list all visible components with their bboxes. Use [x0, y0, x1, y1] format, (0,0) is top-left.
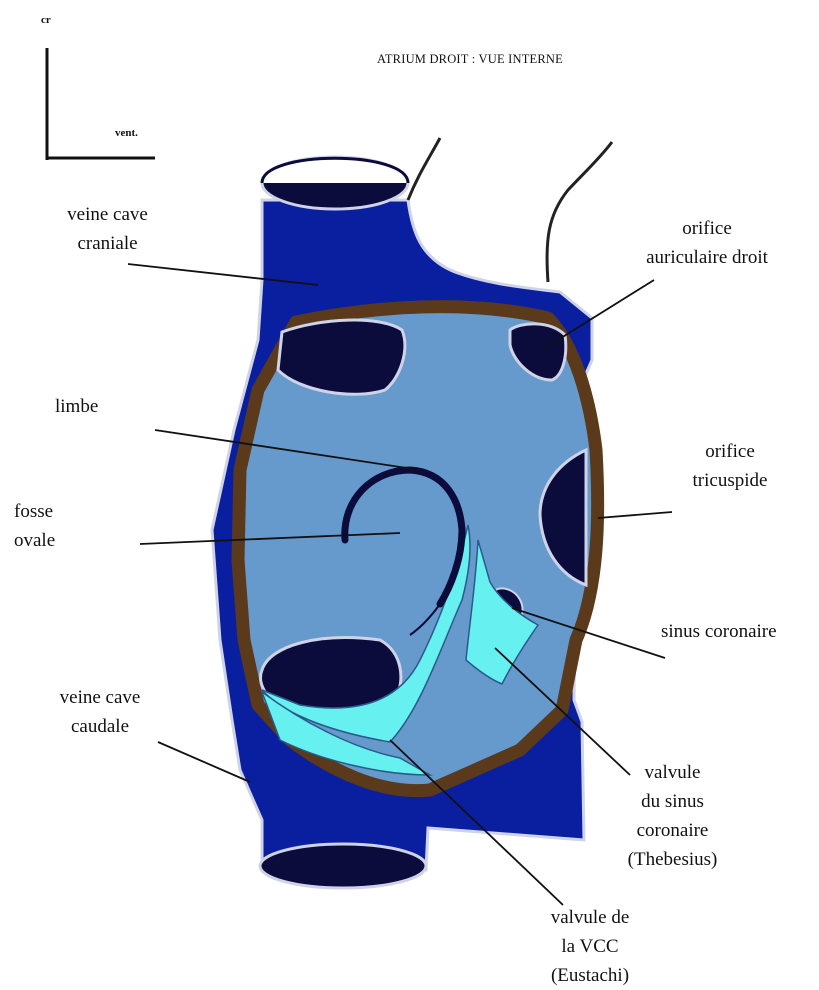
label-limbe: limbe — [55, 392, 98, 421]
cranial-vena-cava-internal-orifice — [278, 320, 405, 394]
label-orifice-tricuspide: orifice tricuspide — [660, 437, 800, 495]
label-fosse-ovale: fosse ovale — [14, 497, 55, 555]
caudal-vena-cava-opening — [260, 844, 426, 888]
label-valvule-vcc: valvule de la VCC (Eustachi) — [520, 903, 660, 990]
orientation-cranial-label: cr — [41, 13, 51, 27]
cranial-vena-cava-rim — [262, 158, 408, 183]
orientation-ventral-label: vent. — [115, 126, 138, 140]
orientation-axes — [47, 48, 155, 160]
label-veine-cave-caudale: veine cave caudale — [20, 683, 180, 741]
label-orifice-auriculaire: orifice auriculaire droit — [617, 214, 797, 272]
label-valvule-sinus-coronaire: valvule du sinus coronaire (Thebesius) — [605, 758, 740, 874]
label-sinus-coronaire: sinus coronaire — [661, 617, 777, 646]
label-veine-cave-craniale: veine cave craniale — [25, 200, 190, 258]
diagram-title: ATRIUM DROIT : VUE INTERNE — [377, 52, 563, 67]
auricle-outline — [547, 142, 612, 282]
auricle-outline — [408, 138, 440, 200]
